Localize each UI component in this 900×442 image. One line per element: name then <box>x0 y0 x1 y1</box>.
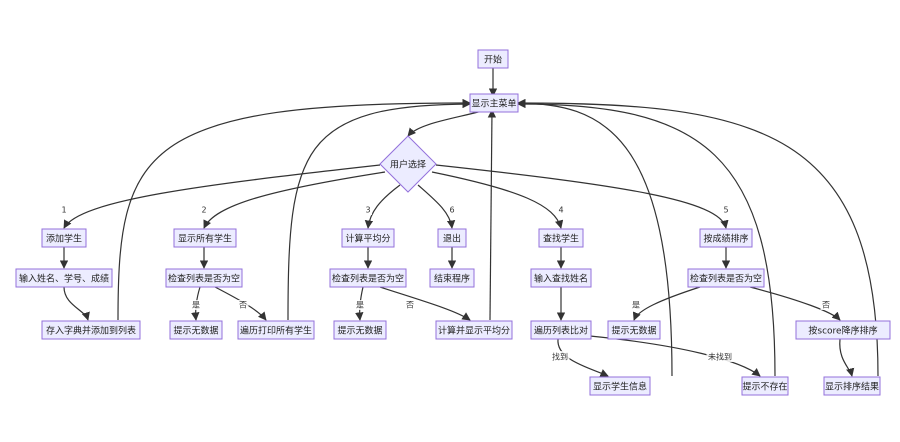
edge-label-opt3: 3 <box>365 206 370 215</box>
edge-label-sort-yes: 是 <box>632 301 640 310</box>
svg-text:遍历打印所有学生: 遍历打印所有学生 <box>240 325 312 337</box>
edge-save-menu <box>117 98 471 321</box>
edge-choice-find <box>431 171 564 229</box>
edge-label-bg <box>363 205 373 215</box>
node-add-student: 添加学生 <box>41 228 87 248</box>
edge-label-bg <box>820 300 832 310</box>
svg-text:输入查找姓名: 输入查找姓名 <box>534 273 588 285</box>
node-add-save: 存入字典并添加到列表 <box>41 320 141 340</box>
node-sort: 按成绩排序 <box>699 228 753 248</box>
edge-label-bg <box>190 300 202 310</box>
edge-label-bg <box>354 300 366 310</box>
svg-text:显示学生信息: 显示学生信息 <box>593 381 647 393</box>
svg-text:退出: 退出 <box>443 233 461 245</box>
edge-loop-show <box>557 338 609 377</box>
node-avg-nodata: 提示无数据 <box>333 320 387 340</box>
edge-label-bg <box>447 205 457 215</box>
edge-label-not-found: 未找到 <box>708 352 732 362</box>
node-show-check: 检查列表是否为空 <box>165 268 243 288</box>
edge-do-show <box>839 338 855 377</box>
svg-text:查找学生: 查找学生 <box>543 233 579 245</box>
edge-label-show-yes: 是 <box>192 301 200 310</box>
svg-text:按成绩排序: 按成绩排序 <box>703 233 748 245</box>
svg-text:计算并显示平均分: 计算并显示平均分 <box>438 325 510 337</box>
edge-print-menu <box>287 99 471 321</box>
edge-label-opt5: 5 <box>723 206 728 215</box>
edge-loop-none <box>589 335 761 377</box>
svg-text:提示无数据: 提示无数据 <box>337 325 382 337</box>
svg-text:检查列表是否为空: 检查列表是否为空 <box>168 273 240 285</box>
edge-label-bg <box>199 205 209 215</box>
svg-text:添加学生: 添加学生 <box>46 233 82 245</box>
svg-text:提示不存在: 提示不存在 <box>742 381 787 393</box>
edge-choice-exit <box>417 184 456 229</box>
svg-text:显示排序结果: 显示排序结果 <box>825 381 879 393</box>
edge-sort-do <box>749 286 841 321</box>
node-sort-nodata: 提示无数据 <box>607 320 661 340</box>
edge-label-bg <box>59 205 69 215</box>
node-main-menu: 显示主菜单 <box>469 93 519 113</box>
svg-text:结束程序: 结束程序 <box>434 273 470 285</box>
svg-text:检查列表是否为空: 检查列表是否为空 <box>690 273 762 285</box>
edge-choice-add <box>63 164 381 229</box>
svg-text:用户选择: 用户选择 <box>390 159 426 171</box>
svg-text:输入姓名、学号、成绩: 输入姓名、学号、成绩 <box>19 273 109 285</box>
edge-avg-calc <box>379 286 471 321</box>
edge-label-bg <box>556 205 566 215</box>
svg-text:检查列表是否为空: 检查列表是否为空 <box>332 273 404 285</box>
node-find-loop: 遍历列表比对 <box>530 320 592 340</box>
svg-text:显示主菜单: 显示主菜单 <box>471 98 516 110</box>
edge-choice-sort <box>435 164 729 229</box>
node-find-none: 提示不存在 <box>741 376 789 396</box>
node-show-print: 遍历打印所有学生 <box>237 320 315 340</box>
node-show-nodata: 提示无数据 <box>169 320 223 340</box>
edge-calc-menu <box>487 109 497 321</box>
node-add-input: 输入姓名、学号、成绩 <box>15 268 113 288</box>
edge-input-save <box>63 286 90 321</box>
edge-label-opt6: 6 <box>449 206 454 215</box>
edge-sort-nodata <box>632 286 701 321</box>
svg-text:开始: 开始 <box>484 54 502 66</box>
edge-sortshow-menu <box>517 98 879 377</box>
edge-label-opt2: 2 <box>201 206 206 215</box>
edge-findshow-menu <box>517 98 673 377</box>
edge-choice-show <box>203 171 386 229</box>
edge-label-bg <box>630 300 642 310</box>
node-sort-do: 按score降序排序 <box>795 320 891 340</box>
svg-text:存入字典并添加到列表: 存入字典并添加到列表 <box>46 325 136 337</box>
edge-label-bg <box>721 205 731 215</box>
edge-label-bg <box>237 300 249 310</box>
node-find-show: 显示学生信息 <box>589 376 651 396</box>
node-avg-calc: 计算并显示平均分 <box>435 320 513 340</box>
node-exit-end: 结束程序 <box>429 268 475 288</box>
svg-text:按score降序排序: 按score降序排序 <box>808 325 877 337</box>
edge-label-opt1: 1 <box>61 206 66 215</box>
node-avg-check: 检查列表是否为空 <box>329 268 407 288</box>
svg-text:计算平均分: 计算平均分 <box>345 233 390 245</box>
node-avg: 计算平均分 <box>341 228 395 248</box>
edge-label-avg-no: 否 <box>406 301 414 310</box>
edge-label-bg <box>550 351 570 362</box>
node-show-all: 显示所有学生 <box>173 228 237 248</box>
node-find: 查找学生 <box>538 228 584 248</box>
node-find-input: 输入查找姓名 <box>530 268 592 288</box>
edge-label-sort-no: 否 <box>822 301 830 310</box>
edge-choice-avg <box>364 184 401 229</box>
node-start: 开始 <box>477 49 509 69</box>
node-sort-show: 显示排序结果 <box>823 376 881 396</box>
svg-text:提示无数据: 提示无数据 <box>611 325 656 337</box>
node-user-choice: 用户选择 <box>379 135 437 193</box>
edge-label-avg-yes: 是 <box>356 301 364 310</box>
edge-label-found: 找到 <box>552 352 568 362</box>
svg-text:显示所有学生: 显示所有学生 <box>178 233 232 245</box>
edge-label-opt4: 4 <box>558 206 563 215</box>
node-sort-check: 检查列表是否为空 <box>687 268 765 288</box>
edge-label-bg <box>706 351 734 362</box>
edge-label-show-no: 否 <box>239 301 247 310</box>
svg-text:遍历列表比对: 遍历列表比对 <box>534 325 588 337</box>
edge-label-bg <box>404 300 416 310</box>
svg-text:提示无数据: 提示无数据 <box>173 325 218 337</box>
node-exit: 退出 <box>437 228 467 248</box>
